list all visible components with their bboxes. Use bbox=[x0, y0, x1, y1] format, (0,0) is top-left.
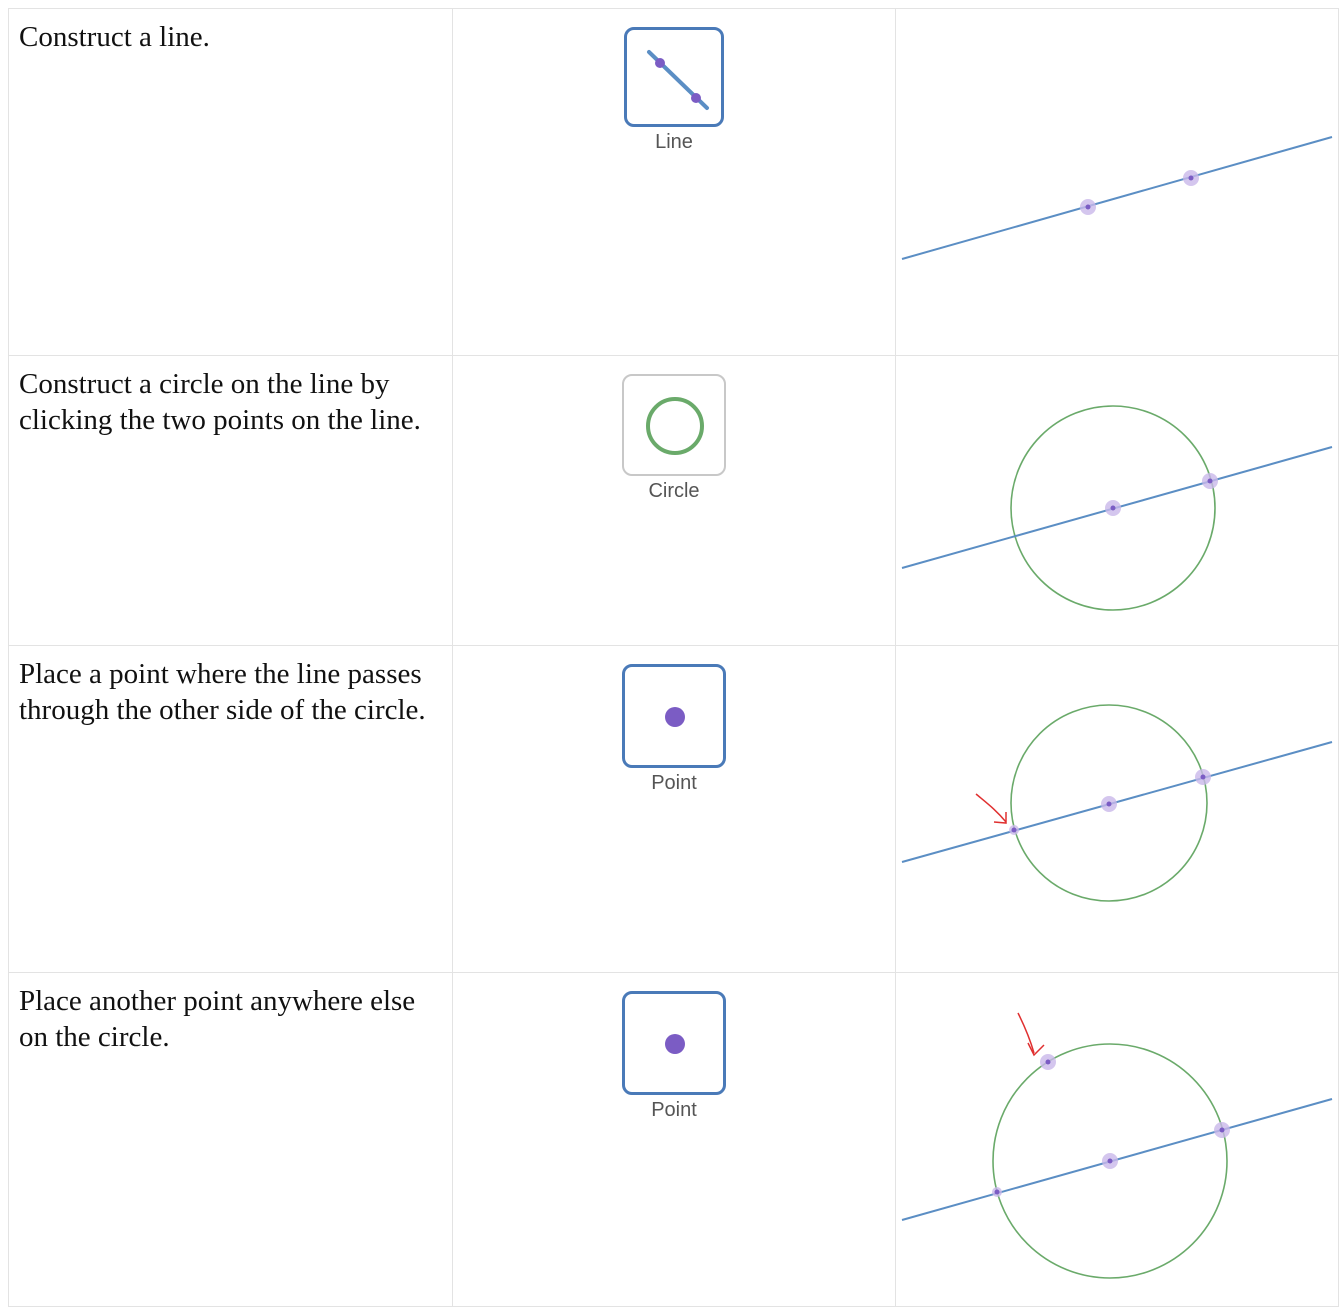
figure-cell bbox=[895, 645, 1339, 973]
arrow-icon bbox=[1017, 1012, 1035, 1054]
tool-cell: Point bbox=[452, 645, 896, 973]
point[interactable] bbox=[1080, 199, 1096, 215]
point[interactable] bbox=[1195, 769, 1211, 785]
arrow-head-icon bbox=[993, 812, 1007, 824]
circle bbox=[1010, 704, 1208, 902]
point[interactable] bbox=[1214, 1122, 1230, 1138]
circle bbox=[992, 1043, 1228, 1279]
point-tool-icon bbox=[665, 1034, 685, 1054]
line-tool-button[interactable] bbox=[624, 27, 724, 127]
instruction-text: Place a point where the line passes thro… bbox=[19, 658, 426, 726]
circle bbox=[1010, 405, 1216, 611]
construction-figure-2 bbox=[901, 405, 1333, 611]
line-tool-icon bbox=[647, 50, 709, 110]
figure-cell bbox=[895, 355, 1339, 646]
line bbox=[901, 136, 1333, 260]
instruction-text: Construct a line. bbox=[19, 21, 210, 53]
instruction-cell: Construct a circle on the line by clicki… bbox=[8, 355, 453, 646]
step-row-2: Construct a circle on the line by clicki… bbox=[8, 355, 1339, 646]
instruction-cell: Place another point anywhere else on the… bbox=[8, 972, 453, 1307]
arrow-icon bbox=[975, 793, 1007, 823]
tool-label: Circle bbox=[648, 480, 700, 502]
step-row-3: Place a point where the line passes thro… bbox=[8, 645, 1339, 973]
tool-cell: Circle bbox=[452, 355, 896, 646]
circle-tool-icon bbox=[646, 397, 704, 455]
construction-figure-3 bbox=[901, 704, 1333, 902]
construction-figure-1 bbox=[901, 136, 1333, 260]
point[interactable] bbox=[1202, 473, 1218, 489]
figure-cell bbox=[895, 972, 1339, 1307]
new-point[interactable] bbox=[1040, 1054, 1056, 1070]
point[interactable] bbox=[992, 1187, 1002, 1197]
center-point[interactable] bbox=[1102, 1153, 1118, 1169]
instruction-text: Place another point anywhere else on the… bbox=[19, 985, 416, 1053]
line bbox=[901, 741, 1333, 863]
instruction-cell: Place a point where the line passes thro… bbox=[8, 645, 453, 973]
point-tool-icon bbox=[665, 707, 685, 727]
tool-label: Line bbox=[655, 131, 693, 153]
instructions-table: Construct a line. Line bbox=[8, 8, 1339, 1307]
arrow-head-icon bbox=[1027, 1042, 1045, 1057]
step-row-1: Construct a line. Line bbox=[8, 8, 1339, 356]
point[interactable] bbox=[1183, 170, 1199, 186]
point-tool-button[interactable] bbox=[622, 991, 726, 1095]
tool-label: Point bbox=[651, 1099, 697, 1121]
tool-label: Point bbox=[651, 772, 697, 794]
instruction-cell: Construct a line. bbox=[8, 8, 453, 356]
step-row-4: Place another point anywhere else on the… bbox=[8, 972, 1339, 1307]
tool-cell: Line bbox=[452, 8, 896, 356]
circle-tool-button[interactable] bbox=[622, 374, 726, 476]
figure-cell bbox=[895, 8, 1339, 356]
instruction-text: Construct a circle on the line by clicki… bbox=[19, 368, 421, 436]
center-point[interactable] bbox=[1105, 500, 1121, 516]
construction-figure-4 bbox=[901, 1012, 1333, 1279]
tool-cell: Point bbox=[452, 972, 896, 1307]
point-tool-button[interactable] bbox=[622, 664, 726, 768]
center-point[interactable] bbox=[1101, 796, 1117, 812]
new-point[interactable] bbox=[1009, 825, 1019, 835]
